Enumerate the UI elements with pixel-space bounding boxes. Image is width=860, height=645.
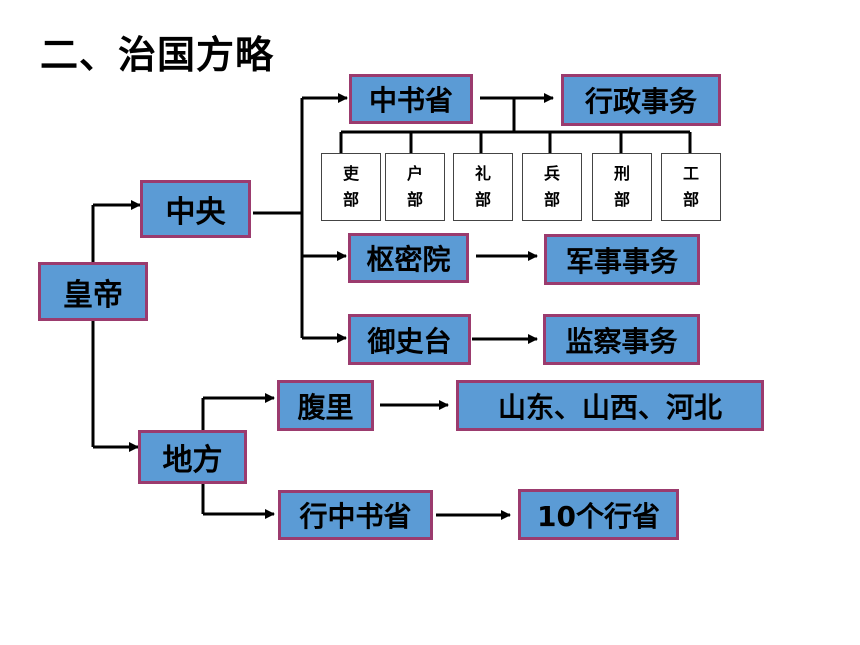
ministry-box: 刑 部 [592, 153, 652, 221]
node-emperor-label: 皇帝 [63, 277, 123, 313]
node-zhongshusheng-label: 中书省 [368, 84, 453, 117]
node-local-label: 地方 [162, 443, 223, 478]
node-emperor: 皇帝 [38, 262, 148, 321]
node-ten-provinces-label: 10个行省 [537, 499, 660, 533]
ministry-suffix: 部 [543, 190, 560, 209]
node-ten-provinces: 10个行省 [518, 489, 679, 540]
ministry-suffix: 部 [474, 190, 491, 209]
node-yushitai: 御史台 [348, 314, 471, 365]
node-fuli-regions: 山东、山西、河北 [456, 380, 764, 431]
node-shumiyuan-label: 枢密院 [366, 243, 451, 276]
node-supervision-affairs: 监察事务 [543, 314, 700, 365]
node-local: 地方 [138, 430, 247, 484]
ministry-name: 刑 [613, 164, 630, 183]
page-title: 二、治国方略 [40, 33, 275, 77]
node-military-affairs: 军事事务 [544, 234, 700, 285]
node-fuli: 腹里 [277, 380, 374, 431]
node-admin-affairs: 行政事务 [561, 74, 721, 126]
ministry-suffix: 部 [682, 190, 699, 209]
node-fuli-label: 腹里 [297, 390, 354, 424]
ministry-name: 兵 [543, 164, 560, 183]
node-yushitai-label: 御史台 [367, 324, 452, 358]
ministry-box: 吏 部 [321, 153, 381, 221]
node-xingzhongshusheng-label: 行中书省 [299, 500, 412, 533]
node-central-label: 中央 [165, 195, 226, 230]
ministry-box: 工 部 [661, 153, 721, 221]
ministry-name: 户 [406, 164, 423, 183]
node-admin-affairs-label: 行政事务 [584, 85, 697, 118]
node-xingzhongshusheng: 行中书省 [278, 490, 433, 540]
ministry-name: 工 [682, 164, 699, 183]
node-zhongshusheng: 中书省 [349, 74, 473, 124]
node-central: 中央 [140, 180, 251, 238]
ministry-suffix: 部 [406, 190, 423, 209]
node-fuli-regions-label: 山东、山西、河北 [497, 390, 722, 424]
ministry-suffix: 部 [613, 190, 630, 209]
ministry-box: 礼 部 [453, 153, 513, 221]
ministry-box: 兵 部 [522, 153, 582, 221]
ministry-box: 户 部 [385, 153, 445, 221]
ministry-name: 礼 [474, 164, 491, 183]
node-military-affairs-label: 军事事务 [565, 244, 678, 278]
node-supervision-affairs-label: 监察事务 [565, 324, 678, 358]
ministry-name: 吏 [342, 164, 359, 183]
ministry-suffix: 部 [342, 190, 359, 209]
node-shumiyuan: 枢密院 [348, 233, 469, 283]
